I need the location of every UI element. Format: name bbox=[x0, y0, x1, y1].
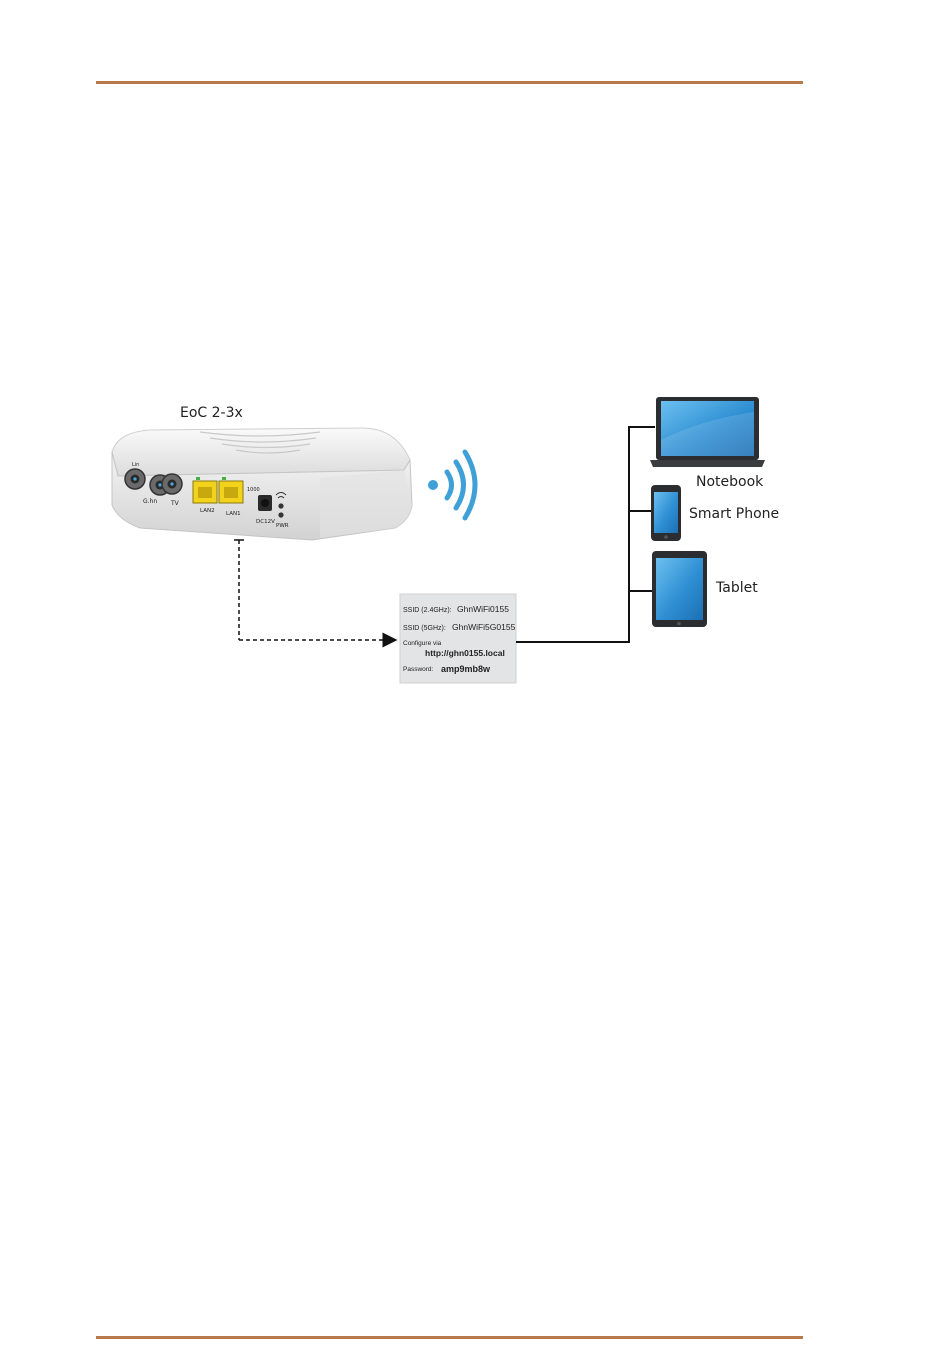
port-label-dc12v: DC12V bbox=[256, 519, 275, 525]
ssid-5-value: GhnWiFi5G0155 bbox=[452, 622, 516, 632]
config-sticker: SSID (2.4GHz): GhnWiFi0155 SSID (5GHz): … bbox=[400, 594, 516, 683]
lan1-port bbox=[219, 481, 243, 503]
configure-label: Configure via bbox=[403, 640, 442, 647]
ssid-5-label: SSID (5GHz): bbox=[403, 625, 446, 632]
smartphone-icon bbox=[651, 485, 681, 541]
device-title: EoC 2-3x bbox=[180, 405, 243, 421]
client-connector bbox=[516, 427, 655, 642]
password-label: Password: bbox=[403, 666, 434, 673]
lan1-led bbox=[222, 477, 226, 480]
port-label-lin: Lin bbox=[132, 462, 139, 468]
laptop-icon bbox=[650, 397, 765, 467]
router-device: Lin G.hn TV LAN2 LAN1 1000 DC12V PWR bbox=[112, 428, 412, 540]
reset-button bbox=[278, 512, 283, 517]
lan2-led bbox=[196, 477, 200, 480]
client-label-smartphone: Smart Phone bbox=[689, 506, 779, 522]
port-label-lan2: LAN2 bbox=[200, 508, 215, 514]
power-jack bbox=[258, 495, 272, 511]
wifi-signal-icon bbox=[428, 452, 475, 518]
port-label-pwr: PWR bbox=[276, 523, 289, 529]
tablet-icon bbox=[652, 551, 707, 627]
port-label-speed: 1000 bbox=[247, 487, 260, 493]
ssid-24-label: SSID (2.4GHz): bbox=[403, 607, 452, 614]
wps-button bbox=[278, 503, 283, 508]
client-label-notebook: Notebook bbox=[696, 474, 764, 490]
port-label-tv: TV bbox=[170, 500, 180, 507]
port-label-lan1: LAN1 bbox=[226, 511, 241, 517]
password-value: amp9mb8w bbox=[441, 664, 491, 674]
dashed-connector bbox=[234, 540, 396, 640]
port-label-ghn: G.hn bbox=[143, 498, 157, 505]
lan2-port bbox=[193, 481, 217, 503]
client-label-tablet: Tablet bbox=[715, 580, 758, 596]
ssid-24-value: GhnWiFi0155 bbox=[457, 604, 509, 614]
tv-connector bbox=[162, 474, 182, 494]
configure-value: http://ghn0155.local bbox=[425, 648, 505, 658]
coax-in-connector bbox=[125, 469, 145, 489]
